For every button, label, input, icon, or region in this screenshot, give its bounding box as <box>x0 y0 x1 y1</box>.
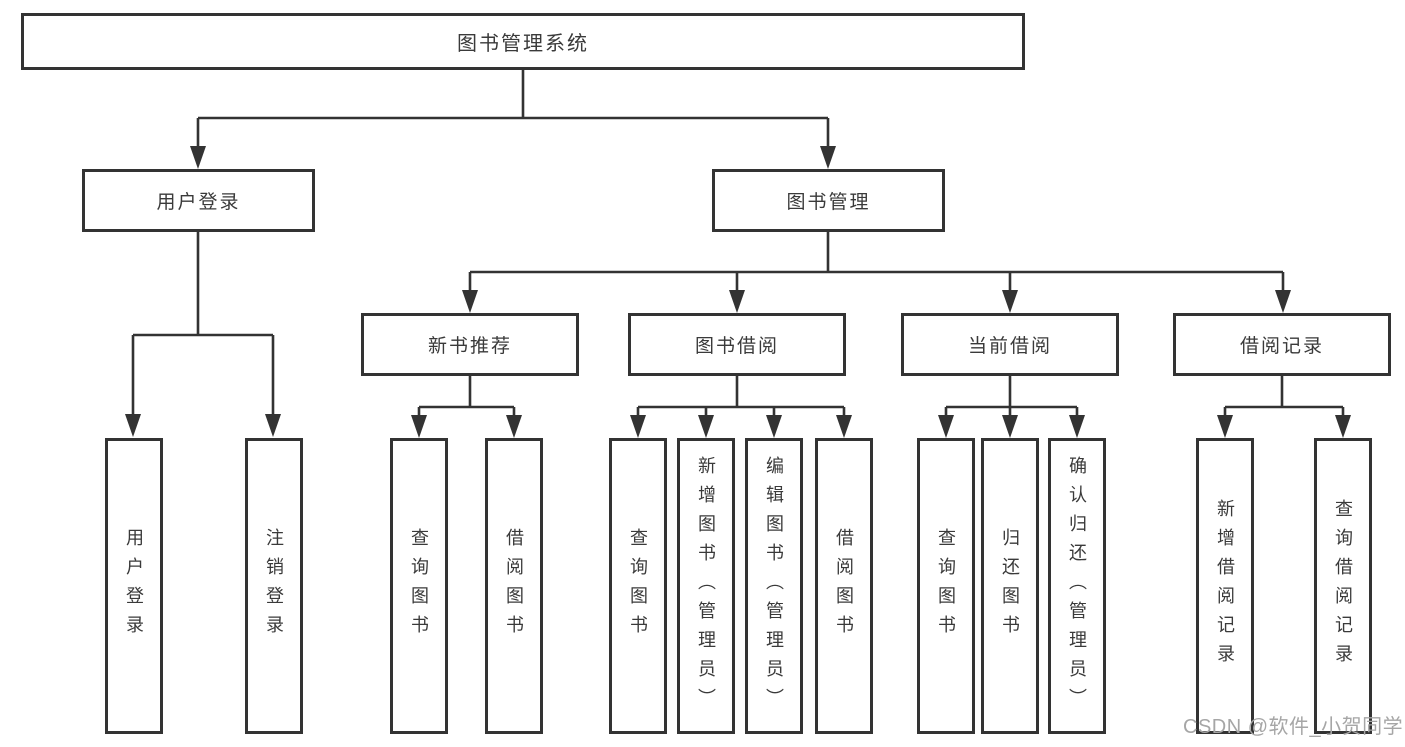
node-book-management: 图书管理 <box>712 169 945 232</box>
node-library-management-system: 图书管理系统 <box>21 13 1025 70</box>
node-book-borrow: 图书借阅 <box>628 313 846 376</box>
leaf-return-book: 归还图书 <box>981 438 1039 734</box>
leaf-query-books-recommend: 查询图书 <box>390 438 448 734</box>
leaf-add-book-admin: 新增图书（管理员） <box>677 438 735 734</box>
watermark: CSDN @软件_小贺同学 <box>1183 716 1404 738</box>
leaf-edit-book-admin: 编辑图书（管理员） <box>745 438 803 734</box>
leaf-borrow-books-recommend: 借阅图书 <box>485 438 543 734</box>
node-user-login: 用户登录 <box>82 169 315 232</box>
leaf-query-books-current: 查询图书 <box>917 438 975 734</box>
leaf-query-books-borrow: 查询图书 <box>609 438 667 734</box>
node-current-borrow: 当前借阅 <box>901 313 1119 376</box>
leaf-borrow-books: 借阅图书 <box>815 438 873 734</box>
leaf-add-borrow-record: 新增借阅记录 <box>1196 438 1254 734</box>
node-new-book-recommend: 新书推荐 <box>361 313 579 376</box>
node-borrow-records: 借阅记录 <box>1173 313 1391 376</box>
leaf-logout: 注销登录 <box>245 438 303 734</box>
leaf-query-borrow-record: 查询借阅记录 <box>1314 438 1372 734</box>
leaf-confirm-return-admin: 确认归还（管理员） <box>1048 438 1106 734</box>
leaf-user-login: 用户登录 <box>105 438 163 734</box>
